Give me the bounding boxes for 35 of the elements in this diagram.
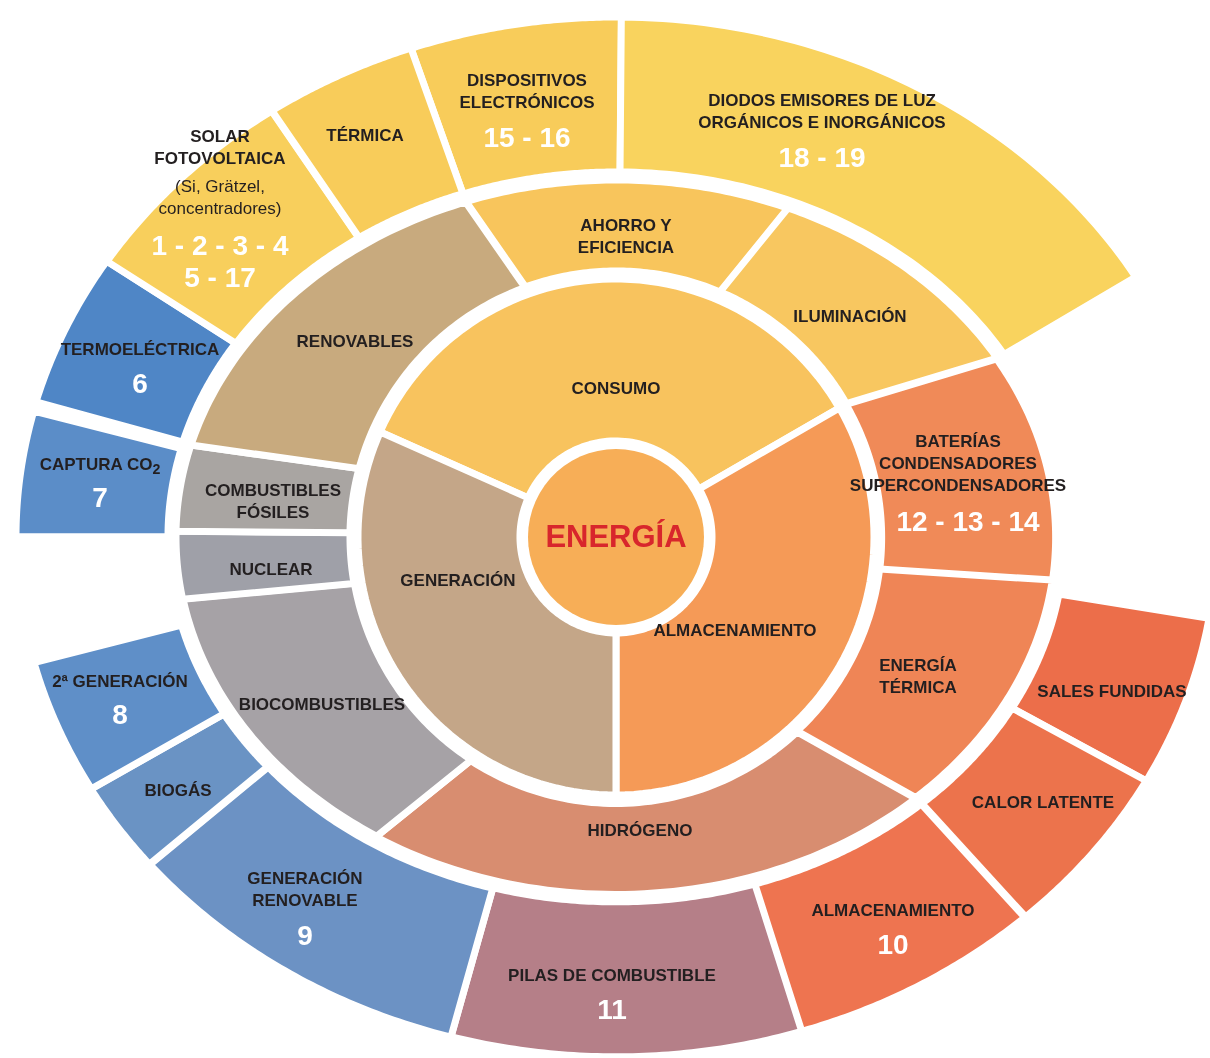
segment-label: HIDRÓGENO	[586, 820, 694, 842]
segment-label: TERMOELÉCTRICA	[59, 339, 221, 361]
segment-label: ALMACENAMIENTO	[810, 900, 976, 922]
reference-numbers: 12 - 13 - 14	[895, 505, 1041, 539]
reference-numbers: 10	[876, 928, 910, 962]
segment-label: ALMACENAMIENTO	[652, 620, 818, 642]
reference-numbers: 1 - 2 - 3 - 4 5 - 17	[150, 229, 290, 295]
segment-note: (Si, Grätzel, concentradores)	[157, 176, 283, 220]
reference-numbers: 7	[91, 481, 109, 515]
segment-label: 2ª GENERACIÓN	[51, 671, 189, 693]
segment-label: COMBUSTIBLES FÓSILES	[204, 480, 342, 524]
reference-numbers: 6	[131, 367, 149, 401]
segment-label: RENOVABLES	[295, 331, 415, 353]
segment-label: NUCLEAR	[228, 559, 314, 581]
segment-label: DISPOSITIVOS ELECTRÓNICOS	[458, 70, 596, 114]
reference-numbers: 11	[596, 993, 628, 1027]
segment-label: BIOGÁS	[143, 780, 213, 802]
center-title: ENERGÍA	[544, 518, 688, 557]
segment-label: DIODOS EMISORES DE LUZ ORGÁNICOS E INORGÁNICOS	[697, 90, 947, 134]
segment-label: TÉRMICA	[325, 125, 405, 147]
segment-label: BIOCOMBUSTIBLES	[237, 694, 407, 716]
segment-label: GENERACIÓN	[399, 570, 517, 592]
segment-label: ENERGÍA TÉRMICA	[878, 655, 958, 699]
segment-label: GENERACIÓN RENOVABLE	[246, 868, 364, 912]
reference-numbers: 8	[111, 698, 129, 732]
segment-label: CONSUMO	[570, 378, 662, 400]
segment-label: CAPTURA CO$_{2}$	[38, 453, 162, 479]
segment-label: CALOR LATENTE	[970, 792, 1116, 814]
reference-numbers: 18 - 19	[777, 141, 867, 175]
segment-label: SALES FUNDIDAS	[1036, 681, 1188, 703]
segment-label: PILAS DE COMBUSTIBLE	[507, 965, 717, 987]
reference-numbers: 15 - 16	[482, 121, 572, 155]
segment-label: ILUMINACIÓN	[792, 306, 908, 328]
reference-numbers: 9	[296, 919, 314, 953]
segment-label: AHORRO Y EFICIENCIA	[576, 215, 676, 259]
